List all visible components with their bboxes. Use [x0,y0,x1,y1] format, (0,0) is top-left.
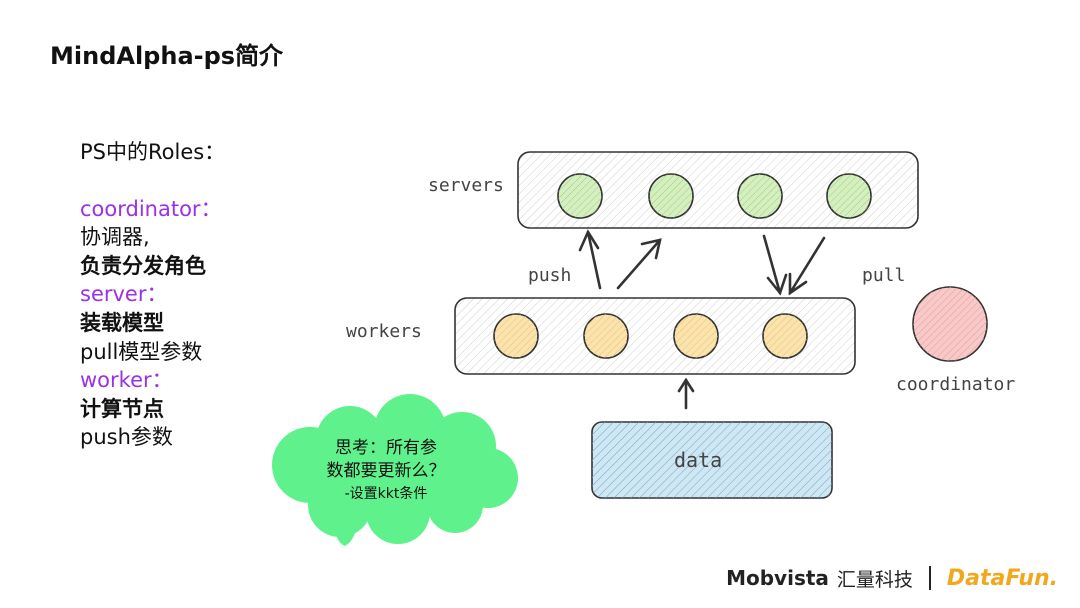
server-nodes [557,173,872,219]
push-label: push [528,265,571,286]
push-arrows [578,229,662,290]
mobvista-logo: Mobvista [726,566,829,590]
coordinator-label: coordinator [896,374,1015,395]
footer-logos: Mobvista 汇量科技 DataFun. [726,560,1058,596]
server-node [738,174,782,218]
role-coordinator-name: coordinator： [80,196,222,221]
worker-node [674,314,718,358]
role-coordinator-desc-1: 协调器, [80,225,150,250]
pull-arrows [762,234,826,296]
role-worker-desc-1: 计算节点 [80,396,164,421]
page-title: MindAlpha-ps简介 [50,42,284,70]
workers-box [454,297,856,375]
coordinator-node-hatch [913,287,987,361]
role-server-name: server： [80,282,168,307]
worker-node [584,314,628,358]
worker-nodes [493,313,808,359]
pull-label: pull [862,265,905,286]
thought-text: 思考：所有参 数都要更新么？ -设置kkt条件 [288,437,484,506]
thought-line-1: 思考：所有参 [335,438,437,458]
logo-divider [928,566,931,590]
role-coordinator-desc-2: 负责分发角色 [80,253,206,278]
data-arrow [677,377,695,410]
role-worker-name: worker： [80,368,173,393]
data-box-hatch [592,422,832,498]
server-node [827,174,871,218]
role-worker-desc-2: push参数 [80,425,173,450]
worker-node [763,314,807,358]
thought-line-2: 数都要更新么？ [326,461,446,481]
data-label: data [674,448,722,472]
servers-box [517,151,919,229]
servers-label: servers [428,175,504,196]
server-node [649,174,693,218]
role-server-desc-2: pull模型参数 [80,339,203,364]
datafun-logo: DataFun. [946,565,1058,591]
roles-list: PS中的Roles： coordinator： 协调器, 负责分发角色 serv… [80,138,225,452]
workers-label: workers [346,321,422,342]
roles-heading: PS中的Roles： [80,140,226,164]
thought-line-3: -设置kkt条件 [344,486,428,502]
server-node [558,174,602,218]
role-server-desc-1: 装载模型 [80,310,164,335]
mobvista-cn-logo: 汇量科技 [836,568,913,591]
thought-bubble [272,394,518,546]
worker-node [494,314,538,358]
